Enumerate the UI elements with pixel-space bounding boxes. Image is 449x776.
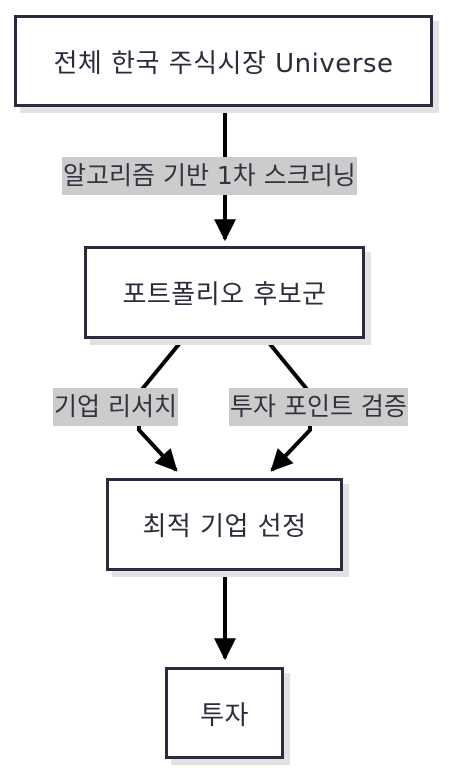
node-selection: 최적 기업 선정: [106, 478, 343, 571]
node-invest: 투자: [165, 667, 284, 759]
node-selection-label: 최적 기업 선정: [142, 512, 307, 542]
node-invest-label: 투자: [200, 700, 249, 731]
edge-label-verification: 투자 포인트 검증: [229, 388, 408, 426]
edge-label-research: 기업 리서치: [53, 388, 178, 426]
node-candidates: 포트폴리오 후보군: [84, 246, 365, 339]
node-universe: 전체 한국 주식시장 Universe: [14, 15, 433, 107]
edge-label-screening: 알고리즘 기반 1차 스크리닝: [62, 157, 357, 195]
node-universe-label: 전체 한국 주식시장 Universe: [53, 48, 394, 79]
node-candidates-label: 포트폴리오 후보군: [122, 280, 327, 310]
